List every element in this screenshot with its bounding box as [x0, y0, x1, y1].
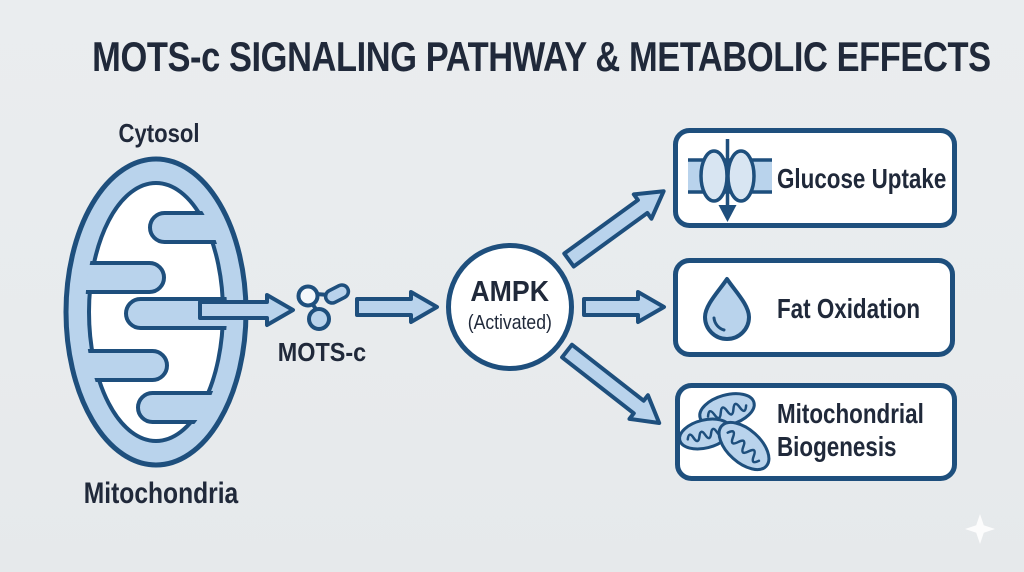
mitochondria-label: Mitochondria [83, 477, 239, 510]
motsc-label: MOTS-c [277, 337, 367, 367]
arrow-to-glucose-uptake [562, 189, 666, 269]
mitochondrion-exit-arrow [198, 293, 295, 327]
glucose-transporter-icon [688, 139, 772, 222]
fat-oxidation-label: Fat Oxidation [777, 293, 921, 324]
ampk-node [446, 243, 574, 371]
ampk-node-text: AMPK (Activated) [448, 276, 572, 334]
arrow-to-fat-oxidation [582, 290, 666, 324]
arrow-to-ampk [355, 290, 439, 324]
motsc-molecule-icon [296, 283, 351, 331]
fat-droplet-icon [703, 277, 751, 341]
mitochondria-cluster-icon [678, 392, 771, 472]
ampk-name: AMPK [470, 276, 550, 308]
cytosol-label: Cytosol [118, 118, 200, 148]
mito-biogenesis-label: Mitochondrial Biogenesis [777, 398, 924, 462]
diagram-title: MOTS-c SIGNALING PATHWAY & METABOLIC EFF… [92, 33, 991, 80]
ampk-state: (Activated) [467, 312, 553, 334]
four-point-sparkle-icon [965, 514, 995, 544]
glucose-uptake-label: Glucose Uptake [777, 163, 947, 194]
cristae [85, 211, 227, 424]
arrow-to-mito-biogenesis [560, 342, 662, 426]
